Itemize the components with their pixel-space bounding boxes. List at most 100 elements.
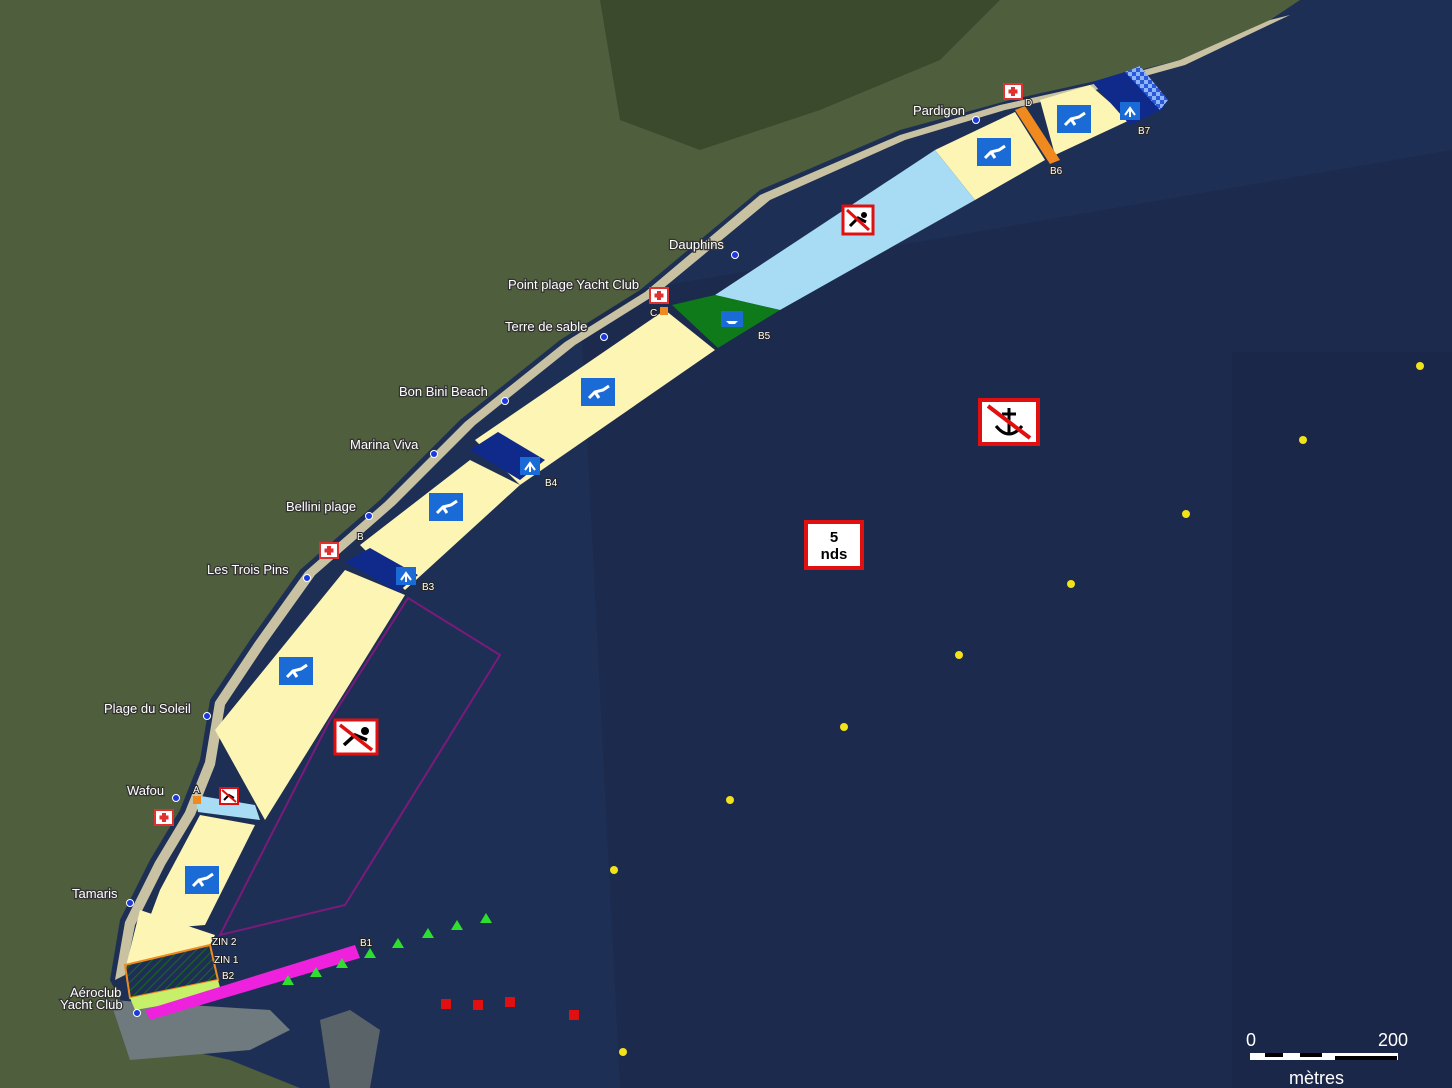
green-marker-icon [364,948,376,958]
first-aid-icon [319,542,339,559]
red-marker-icon [473,1000,483,1010]
scale-bar: 0 200 mètres [1246,1030,1408,1088]
first-aid-icons [154,83,1023,826]
place-label-marina-viva: Marina Viva [350,437,419,452]
port-markers [441,997,579,1020]
post-letter-b: B [357,532,364,543]
swim-zone-b4 [360,460,520,590]
access-point-pardigon [972,116,980,124]
no-anchoring-sign-icon [978,398,1040,446]
access-point-troispins [303,574,311,582]
land-shade [600,0,1000,150]
first-aid-icon [649,287,669,304]
no-swimming-sign-icon [841,204,875,236]
channel-b7 [1092,72,1165,125]
buoy [610,866,618,874]
place-label-bellini: Bellini plage [286,499,356,514]
buoy [1299,436,1307,444]
zone-code-b5: B5 [758,331,771,342]
sea-blank-panel [1232,352,1452,1088]
zin1-zone [130,980,222,1010]
red-marker-icon [441,999,451,1009]
swimmer-icon [429,493,463,521]
orange-marker-c [660,307,668,315]
zone-code-zin1: ZIN 1 [214,955,239,966]
channel-icon [520,457,540,475]
no-swimming-sign-icon [333,718,379,756]
mooring-area-outline [218,596,502,937]
place-label-trois-pins: Les Trois Pins [207,562,289,577]
swimmer-icons [185,105,1091,894]
zone-code-b4: B4 [545,478,558,489]
speed-limit-unit: nds [821,546,848,563]
place-label-yacht-club: Yacht Club [60,997,123,1012]
green-marker-icon [310,967,322,977]
green-marker-icon [282,975,294,985]
access-points [126,116,980,1017]
green-marker-icon [451,920,463,930]
no-swimming-sign-icon [219,787,239,805]
place-label-aeroclub: Aéroclub [70,985,121,1000]
red-marker-icon [569,1010,579,1020]
swimmer-icon [1057,105,1091,133]
speed-limit-value: 5 [830,529,838,546]
place-label-soleil: Plage du Soleil [104,701,191,716]
access-point-wafou [172,794,180,802]
place-label-wafou: Wafou [127,783,164,798]
swim-zone-zin [125,910,215,970]
place-label-dauphins: Dauphins [669,237,724,252]
swim-zone-b3 [215,570,405,820]
place-label-point-plage: Point plage Yacht Club [508,277,639,292]
place-label-pardigon: Pardigon [913,103,965,118]
zone-code-zin2: ZIN 2 [212,937,237,948]
buoy [1416,362,1424,370]
harbor-jetty [320,1010,380,1088]
zone-code-b6: B6 [1050,166,1063,177]
buoy [840,723,848,731]
swimmer-icon [977,138,1011,166]
scale-unit: mètres [1289,1068,1344,1088]
swimmer-icon [279,657,313,685]
buoy [1182,510,1190,518]
buoy-line [610,362,1424,1056]
channel-icon [396,567,416,585]
first-aid-icon [154,809,174,826]
channel-b7-hatched [1125,66,1168,110]
orange-separator-d [1015,106,1060,164]
channel-icons [396,102,1140,585]
buoy [955,651,963,659]
swimmer-icon [185,866,219,894]
buoy [1067,580,1075,588]
zone-code-b1: B1 [360,938,373,949]
place-label-terre-de-sable: Terre de sable [505,319,587,334]
orange-marker-a [193,796,201,804]
access-point-marina [430,450,438,458]
post-letter-a: A [193,785,200,796]
place-label-tamaris: Tamaris [72,886,118,901]
place-label-bon-bini: Bon Bini Beach [399,384,488,399]
zone-code-b2: B2 [222,971,235,982]
access-point-bonbini [501,397,509,405]
land-area [0,0,1300,1088]
buoy [619,1048,627,1056]
post-letter-c: C [650,308,657,319]
post-letter-d: D [1025,98,1032,109]
red-marker-icon [505,997,515,1007]
green-marker-icon [480,913,492,923]
first-aid-icon [1003,83,1023,100]
access-point-aeroclub [133,1009,141,1017]
green-marker-icon [422,928,434,938]
magenta-channel [145,945,360,1020]
zone-code-b3: B3 [422,582,435,593]
scale-start: 0 [1246,1030,1256,1050]
swimmer-icon [581,378,615,406]
scale-end: 200 [1378,1030,1408,1050]
speed-limit-sign: 5 nds [804,520,864,570]
access-point-terre [600,333,608,341]
channel-icon [1120,102,1140,120]
green-marker-icon [336,958,348,968]
boat-launch-icon [721,311,743,327]
access-point-soleil [203,712,211,720]
access-point-tamaris [126,899,134,907]
